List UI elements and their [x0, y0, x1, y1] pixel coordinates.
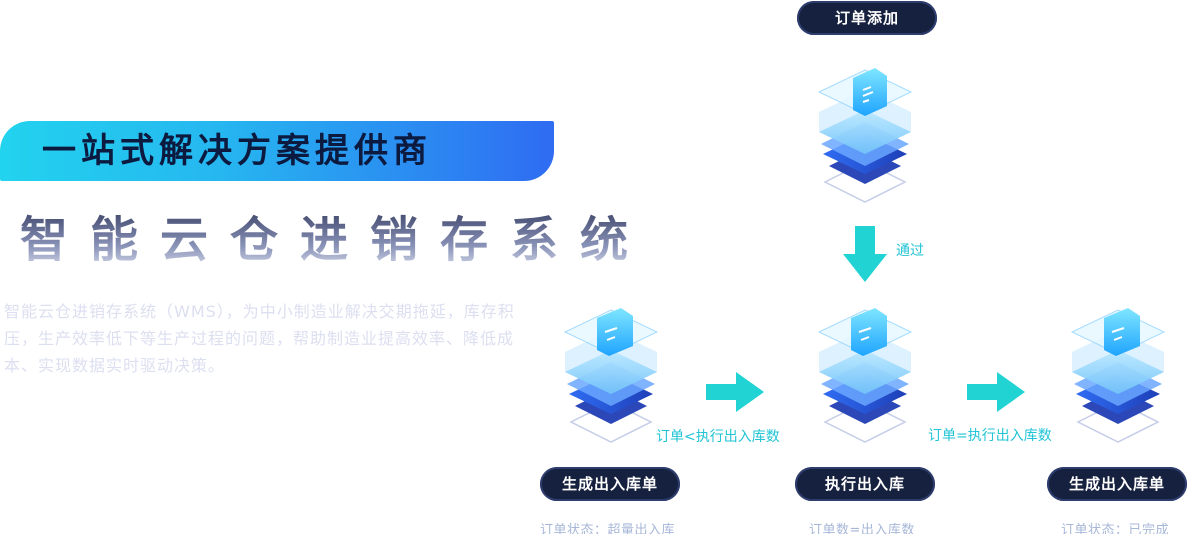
center-node-stack-icon	[805, 282, 925, 443]
stack-graphic	[563, 308, 659, 443]
right-right-arrow-icon	[967, 372, 1025, 412]
down-arrow-icon	[843, 226, 887, 282]
left-node-stack-icon	[551, 282, 671, 443]
right-arrow-label: 订单=执行出入库数	[928, 428, 1052, 444]
stack-graphic	[1070, 308, 1166, 443]
left-node-status: 订单状态：超量出入库	[540, 523, 676, 534]
down-arrow-label: 通过	[896, 243, 924, 259]
hero-description: 智能云仓进销存系统（WMS），为中小制造业解决交期拖延，库存积压，生产效率低下等…	[4, 302, 515, 375]
top-node-stack-icon	[805, 44, 925, 204]
center-node-label: 执行出入库	[795, 467, 935, 501]
hero-subtitle: 智能云仓进销存系统	[20, 208, 650, 272]
left-right-arrow-icon	[706, 372, 764, 412]
right-node-stack-icon	[1058, 282, 1178, 443]
top-node-label: 订单添加	[797, 1, 937, 35]
center-node-status: 订单数=出入库数	[809, 523, 915, 534]
left-node-label: 生成出入库单	[540, 467, 680, 501]
hero-banner-title: 一站式解决方案提供商	[42, 131, 432, 171]
right-node-status: 订单状态：已完成	[1061, 523, 1170, 534]
right-node-label: 生成出入库单	[1047, 467, 1187, 501]
stack-graphic	[817, 308, 913, 443]
hero-banner: 一站式解决方案提供商	[0, 121, 554, 181]
left-arrow-label: 订单<执行出入库数	[656, 429, 780, 445]
stack-graphic	[817, 68, 913, 203]
